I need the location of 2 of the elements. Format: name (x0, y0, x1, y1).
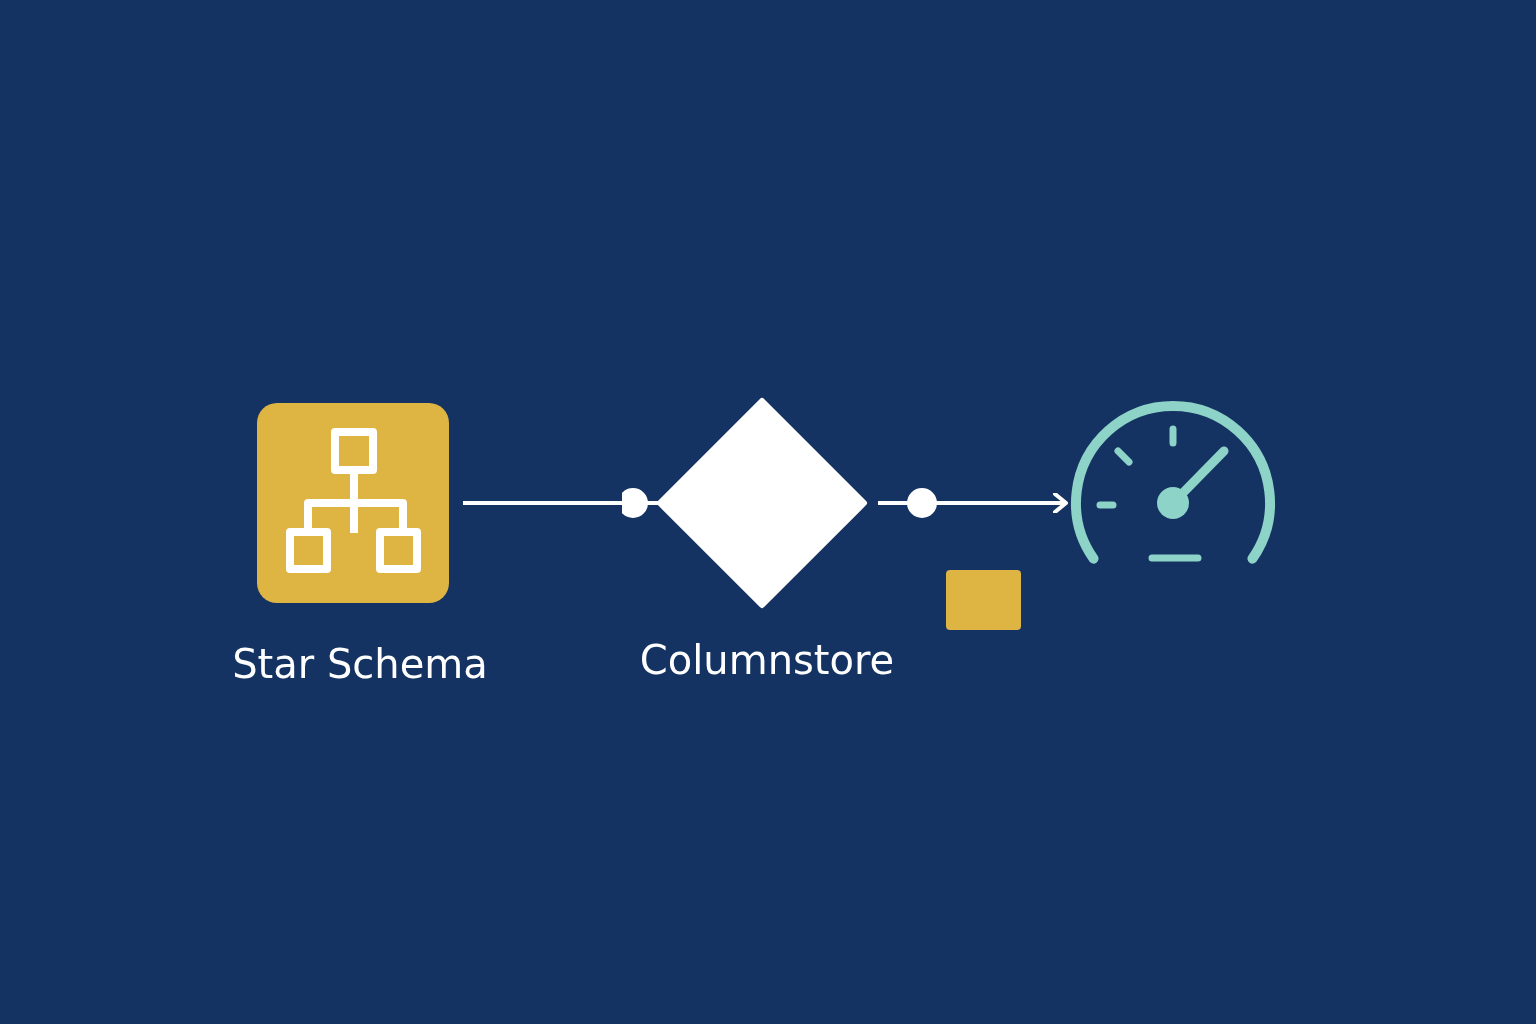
node-label: Columnstore (638, 637, 896, 683)
node-label: Star Schema (231, 641, 489, 687)
